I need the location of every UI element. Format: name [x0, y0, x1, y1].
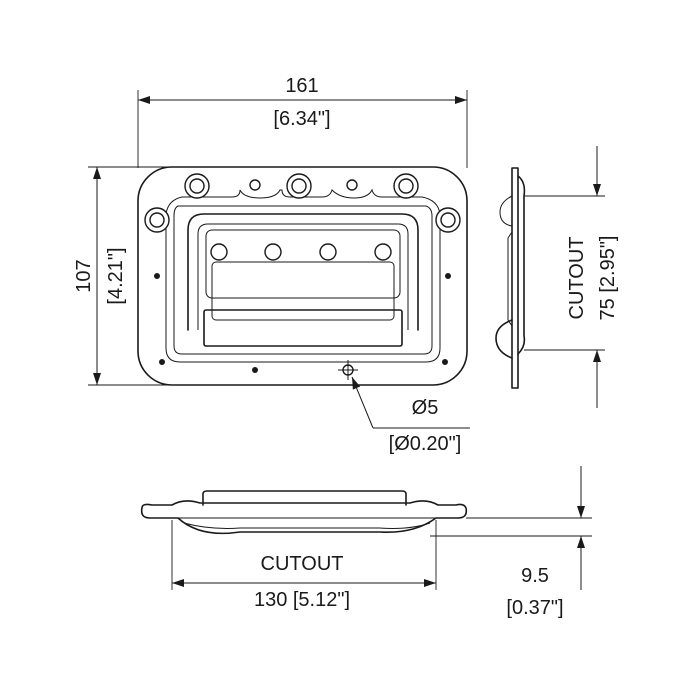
recess-inner — [173, 205, 433, 355]
mounting-hole — [184, 173, 210, 199]
mounting-hole — [393, 173, 419, 199]
flange-outline — [137, 166, 468, 386]
side-recess — [517, 175, 526, 355]
side-handle — [495, 319, 513, 359]
height-mm-label: 107 — [73, 259, 95, 292]
bottom-handle — [202, 490, 407, 506]
hole-leader: Ø5 [Ø0.20"] — [351, 376, 470, 455]
bottom-cutout-value: 130 [5.12"] — [254, 589, 350, 611]
plate-hole — [264, 243, 282, 261]
bottom-flange — [140, 500, 468, 535]
mounting-hole — [435, 207, 461, 233]
recess-outline — [165, 188, 441, 363]
small-hole — [249, 179, 261, 191]
side-cutout-dimension: CUTOUT 75 [2.95"] — [524, 146, 619, 408]
depth-in-label: [0.37"] — [506, 597, 563, 619]
bottom-cutout-dimension: CUTOUT 130 [5.12"] — [171, 520, 437, 611]
bottom-view — [140, 490, 468, 535]
width-mm-label: 161 — [285, 75, 318, 97]
side-cutout-value: 75 [2.95"] — [597, 236, 619, 321]
plate-hole — [319, 243, 337, 261]
mounting-hole — [144, 207, 170, 233]
width-dimension: 161 [6.34"] — [137, 75, 468, 168]
mounting-hole — [286, 173, 312, 199]
grip-bar — [203, 309, 403, 347]
width-in-label: [6.34"] — [273, 108, 330, 130]
front-view — [137, 166, 468, 386]
plate-hole — [210, 243, 228, 261]
side-cutout-label: CUTOUT — [566, 237, 588, 320]
plate-hole — [374, 243, 392, 261]
inner-plate — [205, 229, 401, 299]
side-view — [495, 167, 526, 389]
bottom-cutout-label: CUTOUT — [261, 553, 344, 575]
depth-mm-label: 9.5 — [521, 565, 549, 587]
height-in-label: [4.21"] — [105, 247, 127, 304]
hole-mm-label: Ø5 — [412, 397, 439, 419]
small-hole — [346, 179, 358, 191]
side-flange — [511, 167, 519, 389]
height-dimension: 107 [4.21"] — [73, 166, 175, 386]
hole-in-label: [Ø0.20"] — [389, 433, 462, 455]
handle-frame — [187, 213, 419, 331]
depth-dimension: 9.5 [0.37"] — [430, 466, 592, 619]
